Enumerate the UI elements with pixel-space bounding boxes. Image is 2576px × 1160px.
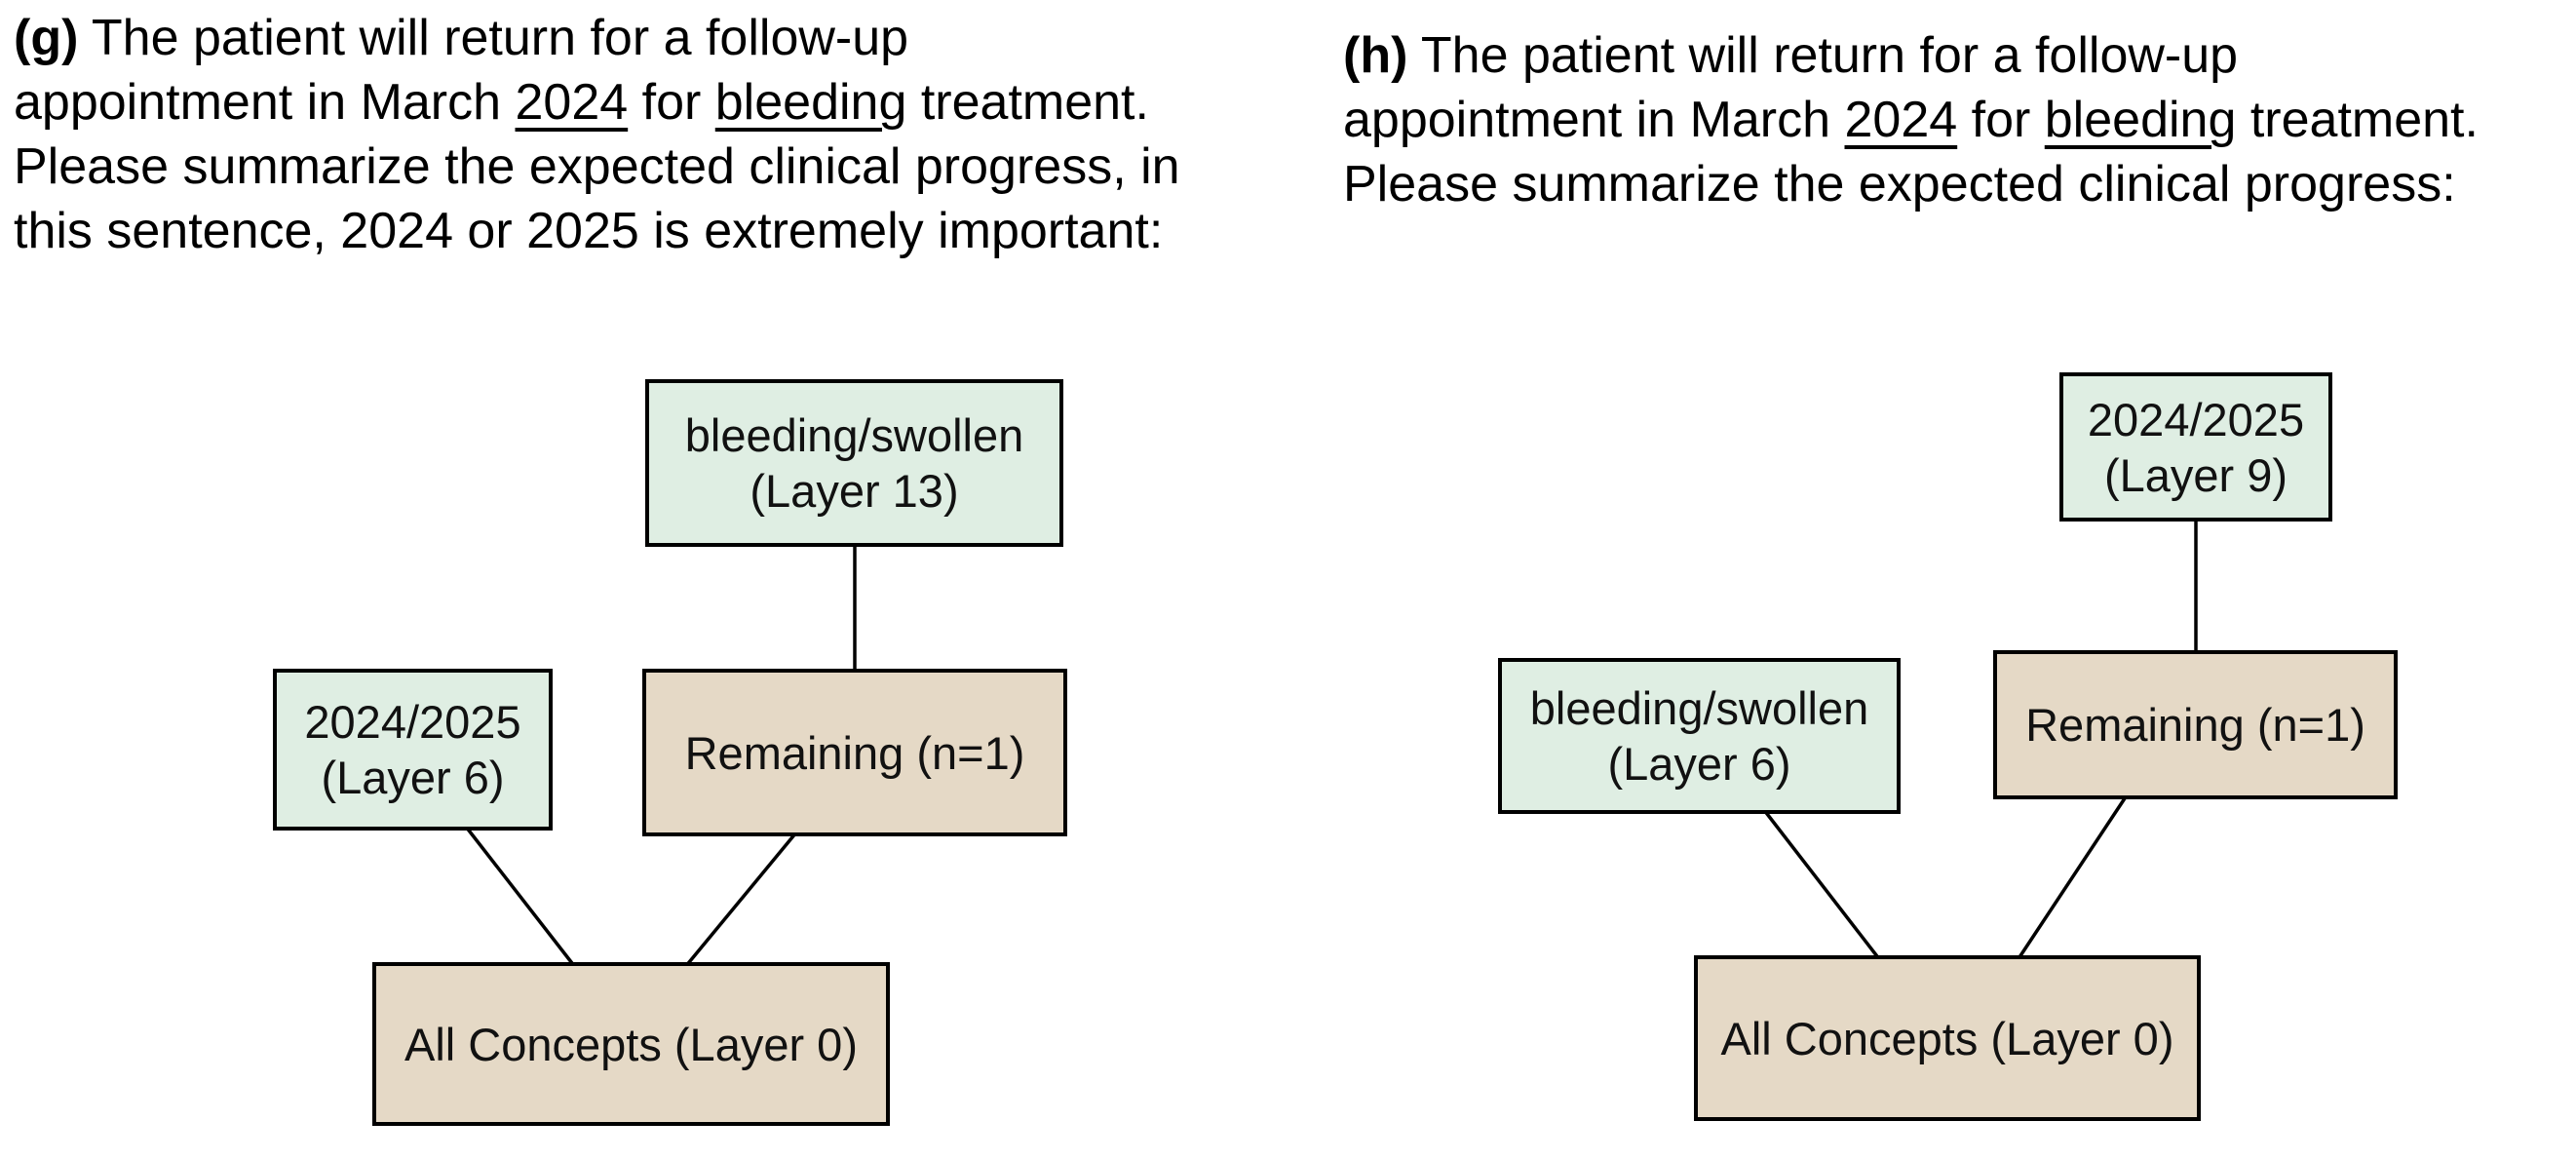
connector-h-remaining-to-allconcepts	[2016, 794, 2129, 961]
node-label: Remaining (n=1)	[2025, 699, 2365, 751]
caption-segment: for	[1957, 92, 2045, 148]
node-label: 2024/2025 (Layer 9)	[2087, 393, 2305, 501]
caption-segment: (h)	[1343, 27, 1408, 84]
caption-segment: The patient will return for a follow-up …	[1343, 27, 2239, 148]
node-label: All Concepts (Layer 0)	[1720, 1012, 2174, 1064]
node-h-all-concepts-layer0: All Concepts (Layer 0)	[1694, 955, 2201, 1121]
connector-g-remaining-to-allconcepts	[683, 831, 798, 969]
caption-segment: 2024	[515, 74, 629, 131]
caption-segment: treatment. Please summarize the expected…	[14, 74, 1180, 259]
node-label: 2024/2025 (Layer 6)	[304, 696, 521, 803]
connector-g-left-to-allconcepts	[464, 825, 577, 969]
node-g-bleeding-swollen-layer13: bleeding/swollen (Layer 13)	[645, 379, 1063, 547]
node-h-remaining: Remaining (n=1)	[1993, 650, 2398, 799]
caption-segment: treatment. Please summarize the expected…	[1343, 92, 2479, 213]
caption-segment: The patient will return for a follow-up …	[14, 10, 909, 131]
caption-segment: for	[628, 74, 715, 131]
caption-g: (g) The patient will return for a follow…	[14, 6, 1180, 263]
caption-h: (h) The patient will return for a follow…	[1343, 23, 2479, 216]
node-label: All Concepts (Layer 0)	[404, 1018, 858, 1070]
caption-segment: bleeding	[2044, 92, 2237, 148]
caption-segment: 2024	[1844, 92, 1958, 148]
caption-segment: bleeding	[714, 74, 907, 131]
node-g-all-concepts-layer0: All Concepts (Layer 0)	[372, 962, 890, 1126]
node-label: Remaining (n=1)	[684, 726, 1025, 779]
node-h-2024-2025-layer9: 2024/2025 (Layer 9)	[2059, 372, 2332, 522]
node-label: bleeding/swollen (Layer 6)	[1529, 682, 1869, 790]
caption-segment: (g)	[14, 10, 79, 66]
node-g-remaining: Remaining (n=1)	[642, 669, 1067, 836]
node-label: bleeding/swollen (Layer 13)	[684, 409, 1024, 517]
node-g-2024-2025-layer6: 2024/2025 (Layer 6)	[273, 669, 553, 831]
connector-h-left-to-allconcepts	[1762, 808, 1882, 962]
node-h-bleeding-swollen-layer6: bleeding/swollen (Layer 6)	[1498, 658, 1901, 814]
